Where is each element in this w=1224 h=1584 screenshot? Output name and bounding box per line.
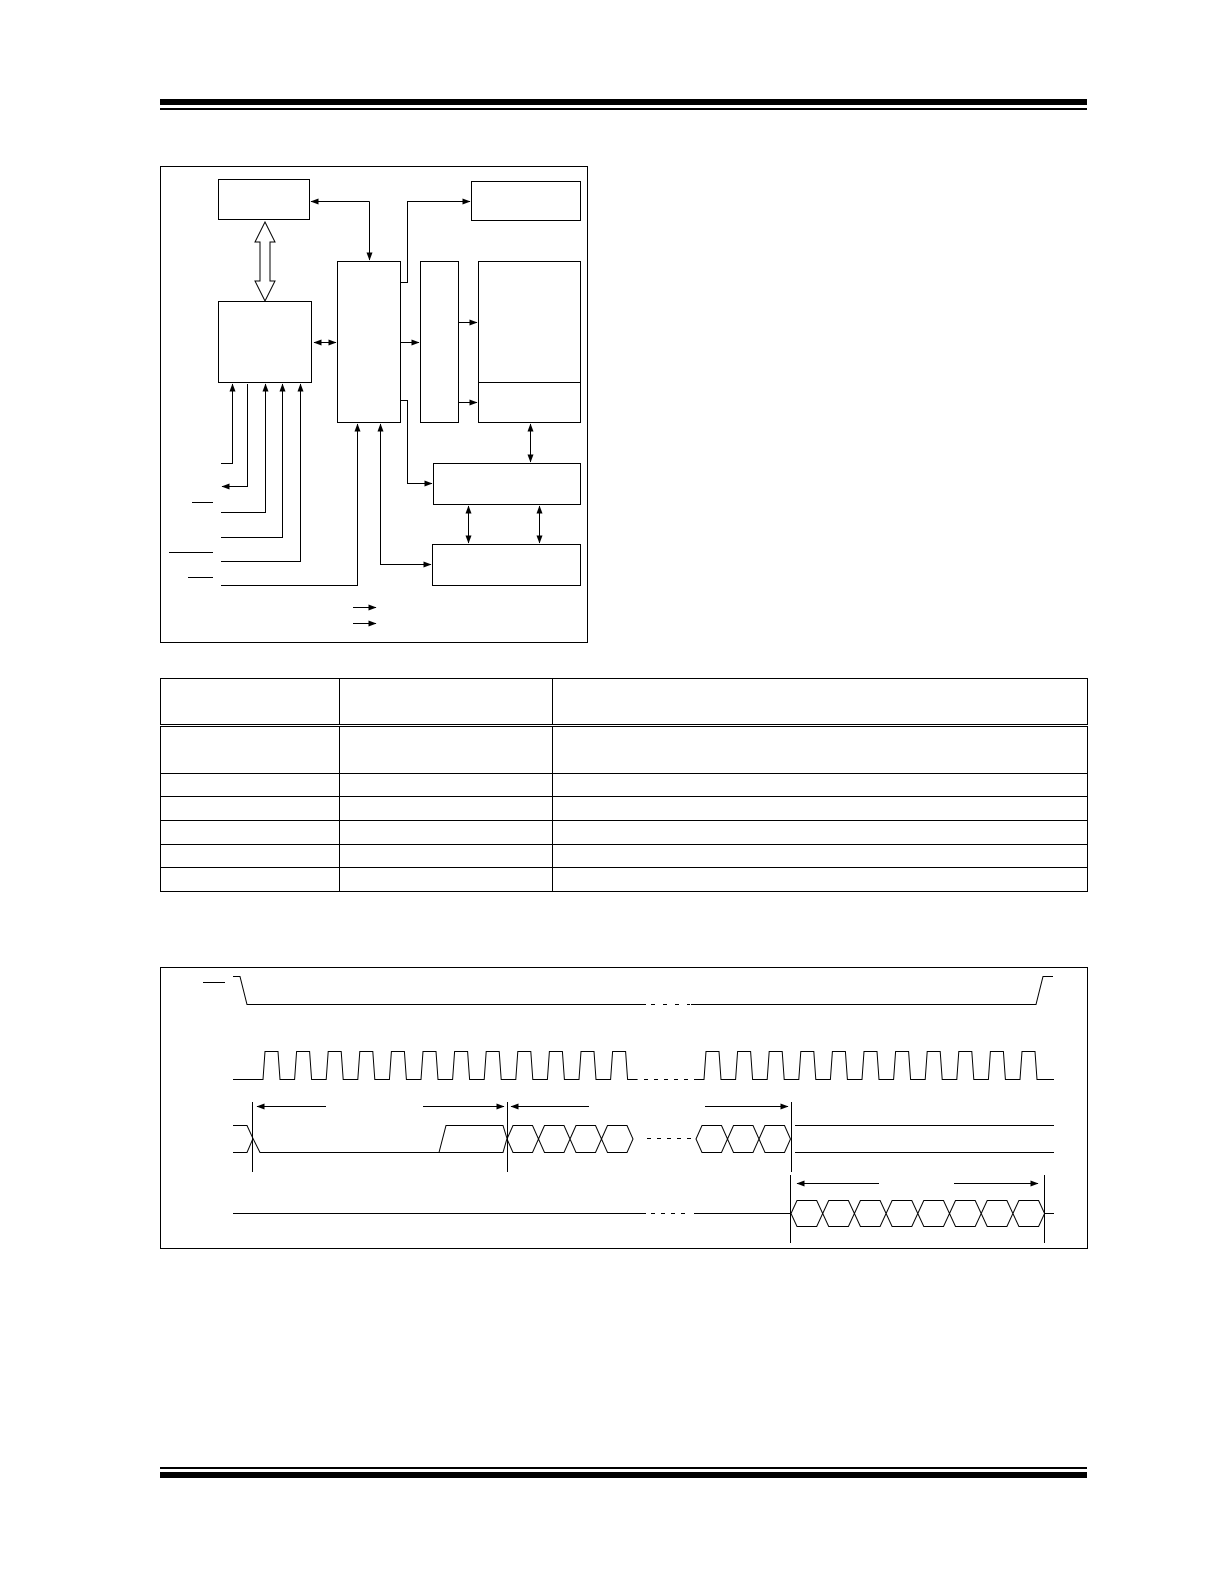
table-cell xyxy=(160,796,340,821)
table-row xyxy=(160,796,1088,821)
table-cell xyxy=(339,772,553,798)
si-data-bit xyxy=(569,1125,603,1153)
timing-diagram-svg xyxy=(203,976,1054,1243)
so-data-bits xyxy=(790,1200,1046,1227)
sck-waveform xyxy=(233,1051,1054,1080)
so-data-bit xyxy=(948,1200,982,1227)
footer-rule-thick xyxy=(160,1472,1087,1478)
table-cell xyxy=(552,796,1088,821)
si-data-bit xyxy=(695,1125,729,1153)
so-data-bit xyxy=(1012,1200,1046,1227)
si-data-bit xyxy=(726,1125,760,1153)
sck-pulse-train xyxy=(694,1051,1054,1080)
table-cell xyxy=(160,725,340,774)
sck-pulse-train xyxy=(233,1051,638,1080)
table-cell xyxy=(160,867,340,892)
table-cell xyxy=(552,725,1088,774)
table-cell xyxy=(160,772,340,798)
header-rule-thin xyxy=(160,108,1087,110)
si-data-bits xyxy=(506,1125,792,1153)
table-cell xyxy=(552,867,1088,892)
block-bottom xyxy=(432,544,581,586)
block-memory-array xyxy=(478,261,581,423)
table-row xyxy=(160,819,1088,845)
block-diagram xyxy=(160,166,588,643)
table-cell xyxy=(160,843,340,869)
so-data-bit xyxy=(790,1200,824,1227)
so-data-bit xyxy=(853,1200,887,1227)
block-center-control xyxy=(337,261,401,423)
hollow-bidirectional-arrow xyxy=(254,220,276,303)
timing-diagram xyxy=(160,967,1088,1249)
table-cell xyxy=(339,843,553,869)
so-data-bit xyxy=(885,1200,919,1227)
table-cell xyxy=(160,819,340,845)
table-cell xyxy=(339,867,553,892)
table-row xyxy=(160,843,1088,869)
pin-table-header xyxy=(339,677,553,728)
pin-table-header xyxy=(160,677,340,728)
header-rule-thick xyxy=(160,99,1087,105)
so-data-bit xyxy=(822,1200,855,1227)
si-data-bit xyxy=(537,1125,571,1153)
block-buffer xyxy=(433,463,581,505)
table-cell xyxy=(339,819,553,845)
cs-waveform xyxy=(233,976,646,1005)
si-data-bit xyxy=(506,1125,540,1153)
table-cell xyxy=(339,796,553,821)
table-row xyxy=(160,725,1088,774)
so-data-bit xyxy=(980,1200,1014,1227)
block-top-left xyxy=(218,179,310,220)
table-row xyxy=(160,867,1088,892)
table-cell xyxy=(339,725,553,774)
table-cell xyxy=(552,843,1088,869)
pin-table-header-row xyxy=(160,677,1088,728)
footer-rule-thin xyxy=(160,1467,1087,1469)
table-cell xyxy=(552,819,1088,845)
block-diagram-svg xyxy=(169,179,581,627)
block-decoder xyxy=(420,261,459,423)
si-waveform xyxy=(252,1125,508,1153)
so-data-bit xyxy=(917,1200,951,1227)
table-cell xyxy=(552,772,1088,798)
block-left-main xyxy=(218,301,312,383)
si-data-bit xyxy=(758,1125,792,1153)
si-data-bit xyxy=(600,1125,634,1153)
table-row xyxy=(160,772,1088,798)
pin-table xyxy=(160,677,1088,892)
block-top-right xyxy=(471,181,581,221)
pin-table-header xyxy=(552,677,1088,728)
